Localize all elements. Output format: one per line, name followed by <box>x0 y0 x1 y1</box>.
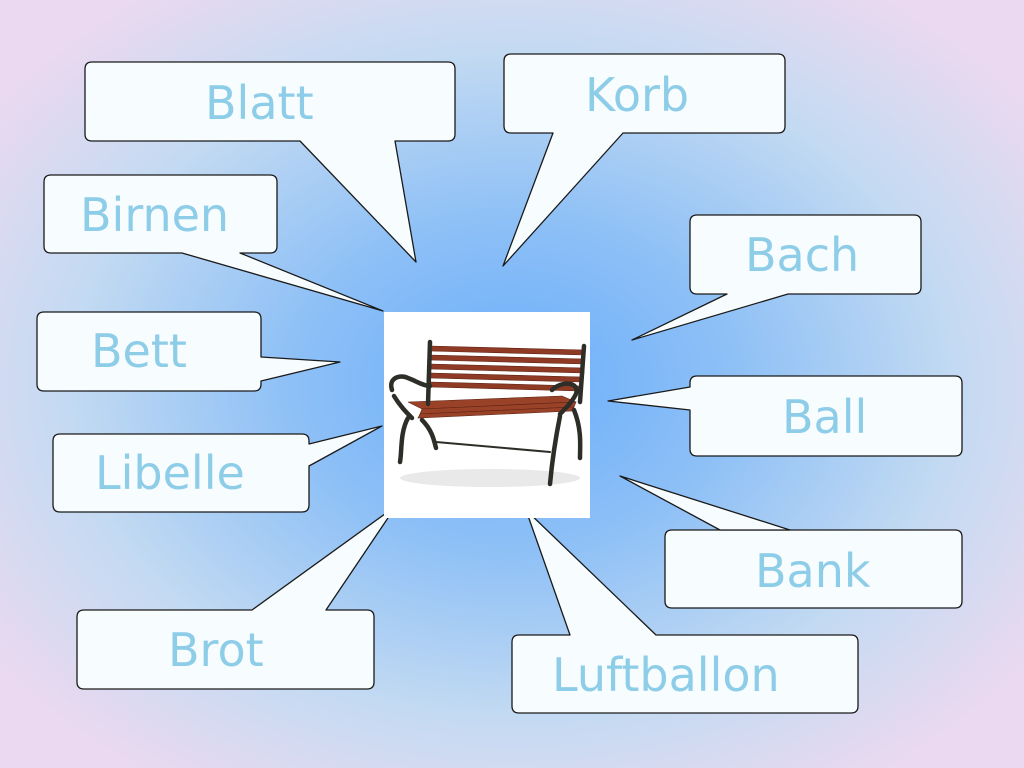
bench-icon <box>388 339 587 487</box>
word-bett: Bett <box>91 324 187 378</box>
bubble-bank-pointer <box>619 475 791 531</box>
word-libelle: Libelle <box>95 446 245 500</box>
word-bank: Bank <box>755 544 871 598</box>
word-birnen: Birnen <box>80 188 230 242</box>
word-brot: Brot <box>168 623 264 677</box>
bubble-libelle <box>52 425 383 513</box>
bubble-bank <box>664 529 963 609</box>
word-korb: Korb <box>585 68 690 122</box>
bench-image <box>384 312 590 518</box>
bubble-brot <box>76 505 397 690</box>
bubble-bach <box>631 214 922 341</box>
word-ball: Ball <box>782 390 868 444</box>
bubble-ball <box>607 375 963 457</box>
word-bach: Bach <box>745 228 860 282</box>
bubble-blatt <box>84 61 456 263</box>
word-luftballon: Luftballon <box>552 648 780 702</box>
bubble-birnen <box>43 174 384 312</box>
bubble-bett <box>36 311 341 392</box>
bubble-luftballon <box>511 509 859 714</box>
bubble-korb <box>502 53 786 267</box>
word-blatt: Blatt <box>205 76 314 130</box>
